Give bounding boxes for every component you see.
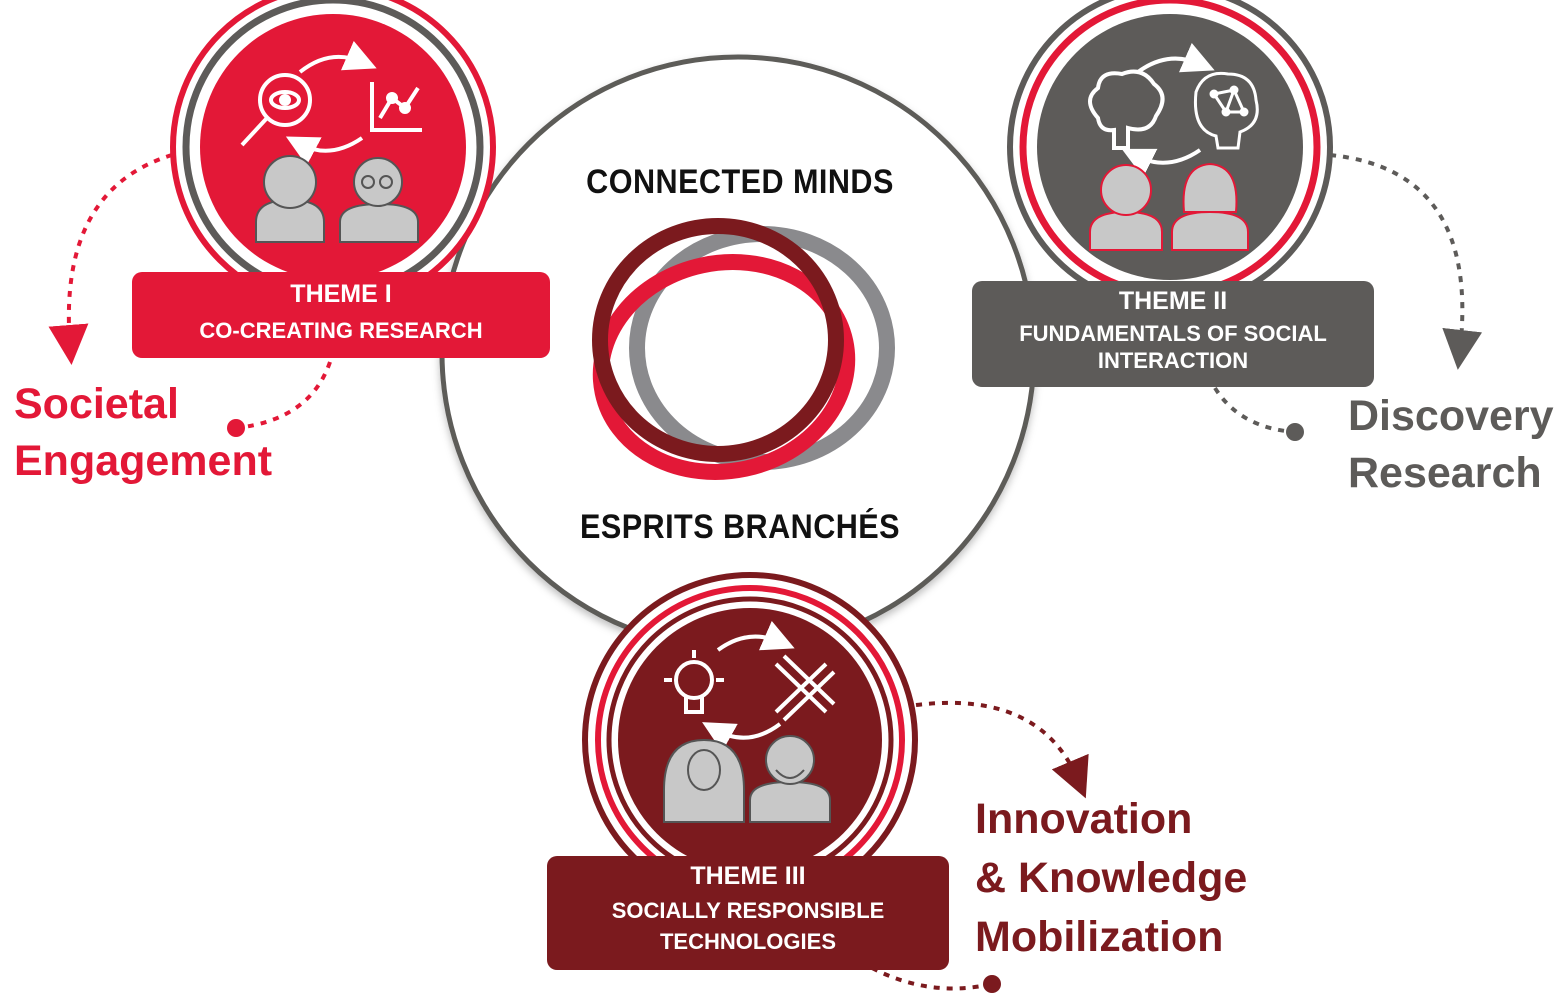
person-curly-hair-icon <box>255 155 325 243</box>
theme-1-subtitle: CO-CREATING RESEARCH <box>199 318 483 343</box>
person-headband-icon <box>1089 164 1163 251</box>
theme-3-title: THEME III <box>690 862 806 890</box>
outcome-innovation: Innovation & Knowledge Mobilization <box>975 790 1247 967</box>
outcome-innovation-line3: Mobilization <box>975 913 1224 961</box>
outcome-societal-line1: Societal <box>14 380 179 428</box>
pencil-ruler-icon <box>774 654 836 722</box>
connected-minds-logo <box>592 218 895 480</box>
center-subtitle: ESPRITS BRANCHÉS <box>579 508 901 546</box>
theme-2-badge <box>1007 0 1333 310</box>
person-beard-icon <box>749 735 831 823</box>
connector-dot-theme-1 <box>227 419 245 437</box>
outcome-societal: Societal Engagement <box>14 376 272 490</box>
outcome-innovation-line1: Innovation <box>975 795 1193 843</box>
center-title: CONNECTED MINDS <box>586 163 894 201</box>
theme-2-subtitle-line2: INTERACTION <box>1097 348 1249 373</box>
connector-theme-2 <box>1213 153 1483 434</box>
cycle-arrows-icon <box>1121 42 1215 178</box>
outcome-innovation-line2: & Knowledge <box>975 854 1248 902</box>
theme-3-subtitle-line1: SOCIALLY RESPONSIBLE <box>611 898 885 923</box>
connector-theme-3 <box>871 700 1089 991</box>
theme-3-label: THEME III SOCIALLY RESPONSIBLE TECHNOLOG… <box>547 856 949 970</box>
magnifier-eye-icon <box>240 73 312 147</box>
person-hijab-icon <box>663 738 745 823</box>
outcome-discovery: Discovery Research <box>1348 388 1554 502</box>
theme-2-label: THEME II FUNDAMENTALS OF SOCIAL INTERACT… <box>972 281 1374 387</box>
theme-1-title: THEME I <box>290 280 392 308</box>
outcome-discovery-line2: Research <box>1348 449 1542 497</box>
theme-2-subtitle-line1: FUNDAMENTALS OF SOCIAL <box>1019 321 1327 346</box>
connector-dot-theme-2 <box>1286 423 1304 441</box>
brain-icon <box>1088 69 1165 150</box>
outcome-societal-line2: Engagement <box>14 437 273 485</box>
cycle-arrows-icon <box>702 620 795 752</box>
theme-1-badge <box>170 0 496 310</box>
neural-network-icon <box>1193 71 1259 150</box>
outcome-discovery-line1: Discovery <box>1348 392 1554 440</box>
theme-2-title: THEME II <box>1118 287 1228 315</box>
person-glasses-icon <box>339 157 419 243</box>
cycle-arrows-icon <box>285 40 377 166</box>
person-long-hair-icon <box>1171 162 1249 251</box>
lightbulb-icon <box>664 650 724 714</box>
theme-1-label: THEME I CO-CREATING RESEARCH <box>132 272 550 358</box>
connector-dot-theme-3 <box>983 975 1001 993</box>
line-chart-icon <box>370 82 422 132</box>
connector-theme-1 <box>48 153 332 430</box>
theme-3-subtitle-line2: TECHNOLOGIES <box>659 929 836 954</box>
